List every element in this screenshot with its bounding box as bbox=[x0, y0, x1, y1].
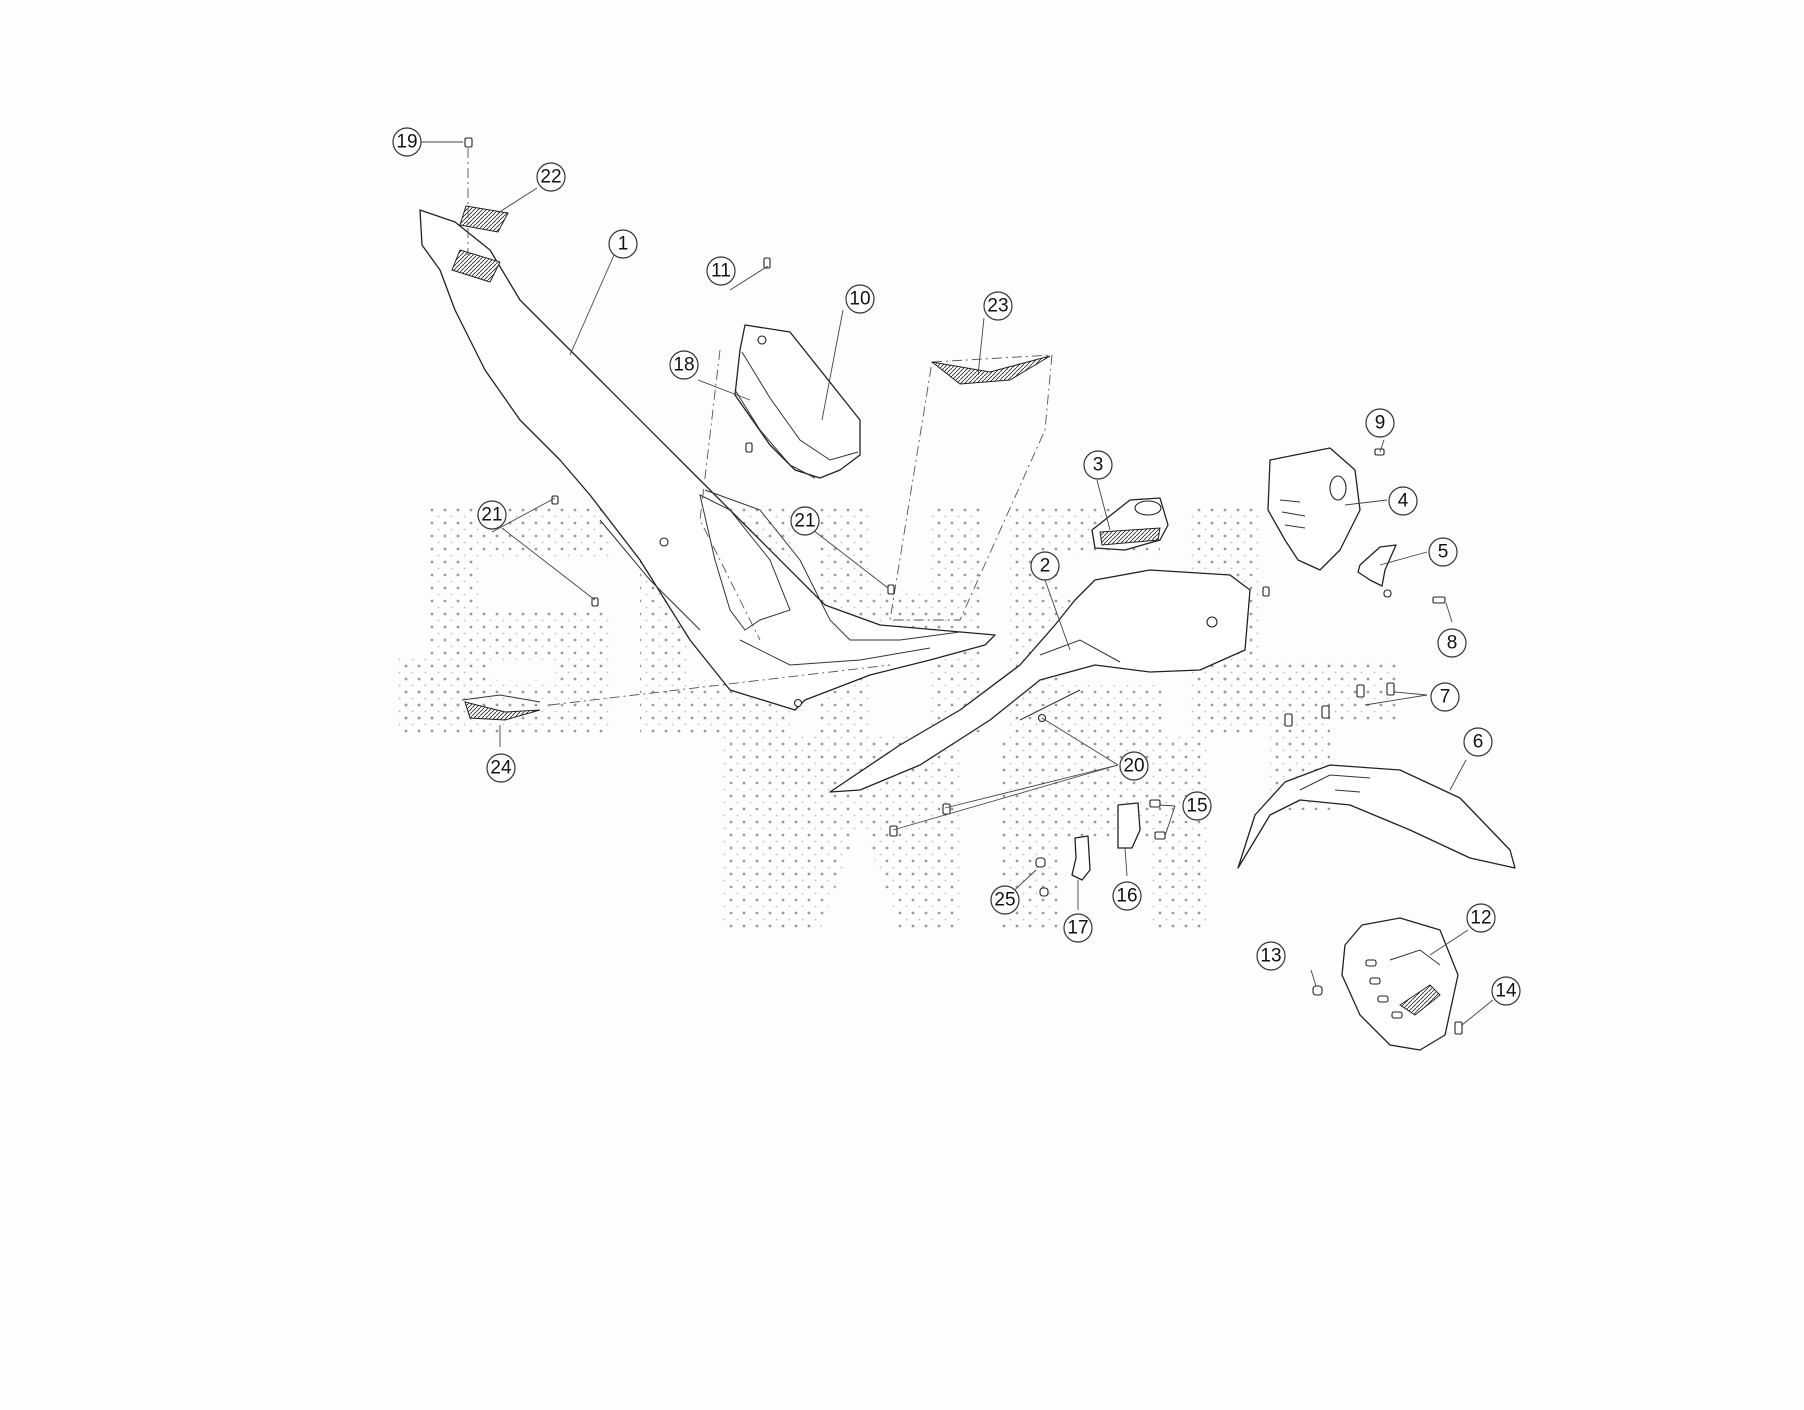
svg-text:21: 21 bbox=[794, 511, 815, 532]
callout-21b: 21 bbox=[790, 506, 820, 536]
front-fender bbox=[1237, 764, 1516, 869]
callout-23: 23 bbox=[983, 291, 1013, 321]
svg-text:7: 7 bbox=[1440, 687, 1451, 708]
callout-25: 25 bbox=[990, 885, 1020, 915]
svg-text:23: 23 bbox=[987, 296, 1008, 317]
svg-text:18: 18 bbox=[673, 355, 694, 376]
callout-13: 13 bbox=[1256, 941, 1286, 971]
callout-21a: 21 bbox=[477, 500, 507, 530]
decal-lower bbox=[461, 694, 541, 721]
svg-text:8: 8 bbox=[1447, 633, 1458, 654]
callout-14: 14 bbox=[1491, 976, 1521, 1006]
watermark bbox=[395, 505, 1400, 930]
svg-text:5: 5 bbox=[1438, 542, 1449, 563]
svg-text:12: 12 bbox=[1470, 908, 1491, 929]
callout-6: 6 bbox=[1463, 727, 1493, 757]
svg-text:11: 11 bbox=[711, 261, 731, 282]
svg-text:9: 9 bbox=[1375, 413, 1386, 434]
lower-fairing bbox=[829, 569, 1251, 793]
callout-15: 15 bbox=[1182, 791, 1212, 821]
callout-10: 10 bbox=[845, 284, 875, 314]
callout-16: 16 bbox=[1112, 881, 1142, 911]
svg-text:21: 21 bbox=[481, 505, 502, 526]
small-brackets bbox=[1071, 802, 1141, 881]
fasteners bbox=[464, 137, 1463, 1035]
callout-17: 17 bbox=[1063, 913, 1093, 943]
svg-text:1: 1 bbox=[618, 234, 629, 255]
svg-text:15: 15 bbox=[1186, 796, 1207, 817]
svg-text:10: 10 bbox=[849, 289, 870, 310]
decal-side bbox=[889, 354, 1053, 621]
callout-19: 20 bbox=[1119, 751, 1149, 781]
fuel-cap-cover bbox=[1091, 497, 1169, 551]
svg-text:17: 17 bbox=[1067, 918, 1088, 939]
callout-7: 7 bbox=[1430, 682, 1460, 712]
svg-text:2: 2 bbox=[1040, 556, 1051, 577]
plate-bracket bbox=[1357, 544, 1397, 587]
svg-text:6: 6 bbox=[1473, 732, 1484, 753]
svg-text:3: 3 bbox=[1093, 455, 1104, 476]
svg-text:13: 13 bbox=[1260, 946, 1281, 967]
callout-5: 5 bbox=[1428, 537, 1458, 567]
callout-3: 3 bbox=[1083, 450, 1113, 480]
callout-2: 2 bbox=[1030, 551, 1060, 581]
callout-11: 11 bbox=[706, 256, 736, 286]
svg-text:14: 14 bbox=[1495, 981, 1517, 1002]
callout-24: 24 bbox=[486, 753, 516, 783]
svg-text:24: 24 bbox=[490, 758, 512, 779]
svg-text:25: 25 bbox=[994, 890, 1015, 911]
svg-text:20: 20 bbox=[1123, 756, 1144, 777]
callout-4: 4 bbox=[1388, 486, 1418, 516]
callout-8: 8 bbox=[1437, 628, 1467, 658]
callout-20: 19 bbox=[392, 127, 422, 157]
decal-top bbox=[451, 205, 509, 283]
callout-1: 1 bbox=[608, 229, 638, 259]
side-cover bbox=[734, 324, 861, 479]
disc-guard bbox=[1341, 917, 1459, 1051]
callout-22: 22 bbox=[536, 162, 566, 192]
number-plate bbox=[1267, 447, 1361, 571]
leader-lines bbox=[420, 141, 1494, 1026]
callout-12: 12 bbox=[1466, 903, 1496, 933]
svg-text:4: 4 bbox=[1398, 491, 1409, 512]
svg-text:16: 16 bbox=[1116, 886, 1137, 907]
callout-18: 18 bbox=[669, 350, 699, 380]
callout-labels: 19 22 1 11 10 23 18 9 3 4 21 21 5 2 8 7 … bbox=[392, 127, 1521, 1006]
svg-text:19: 19 bbox=[396, 132, 417, 153]
callout-9: 9 bbox=[1365, 408, 1395, 438]
svg-text:22: 22 bbox=[540, 167, 561, 188]
